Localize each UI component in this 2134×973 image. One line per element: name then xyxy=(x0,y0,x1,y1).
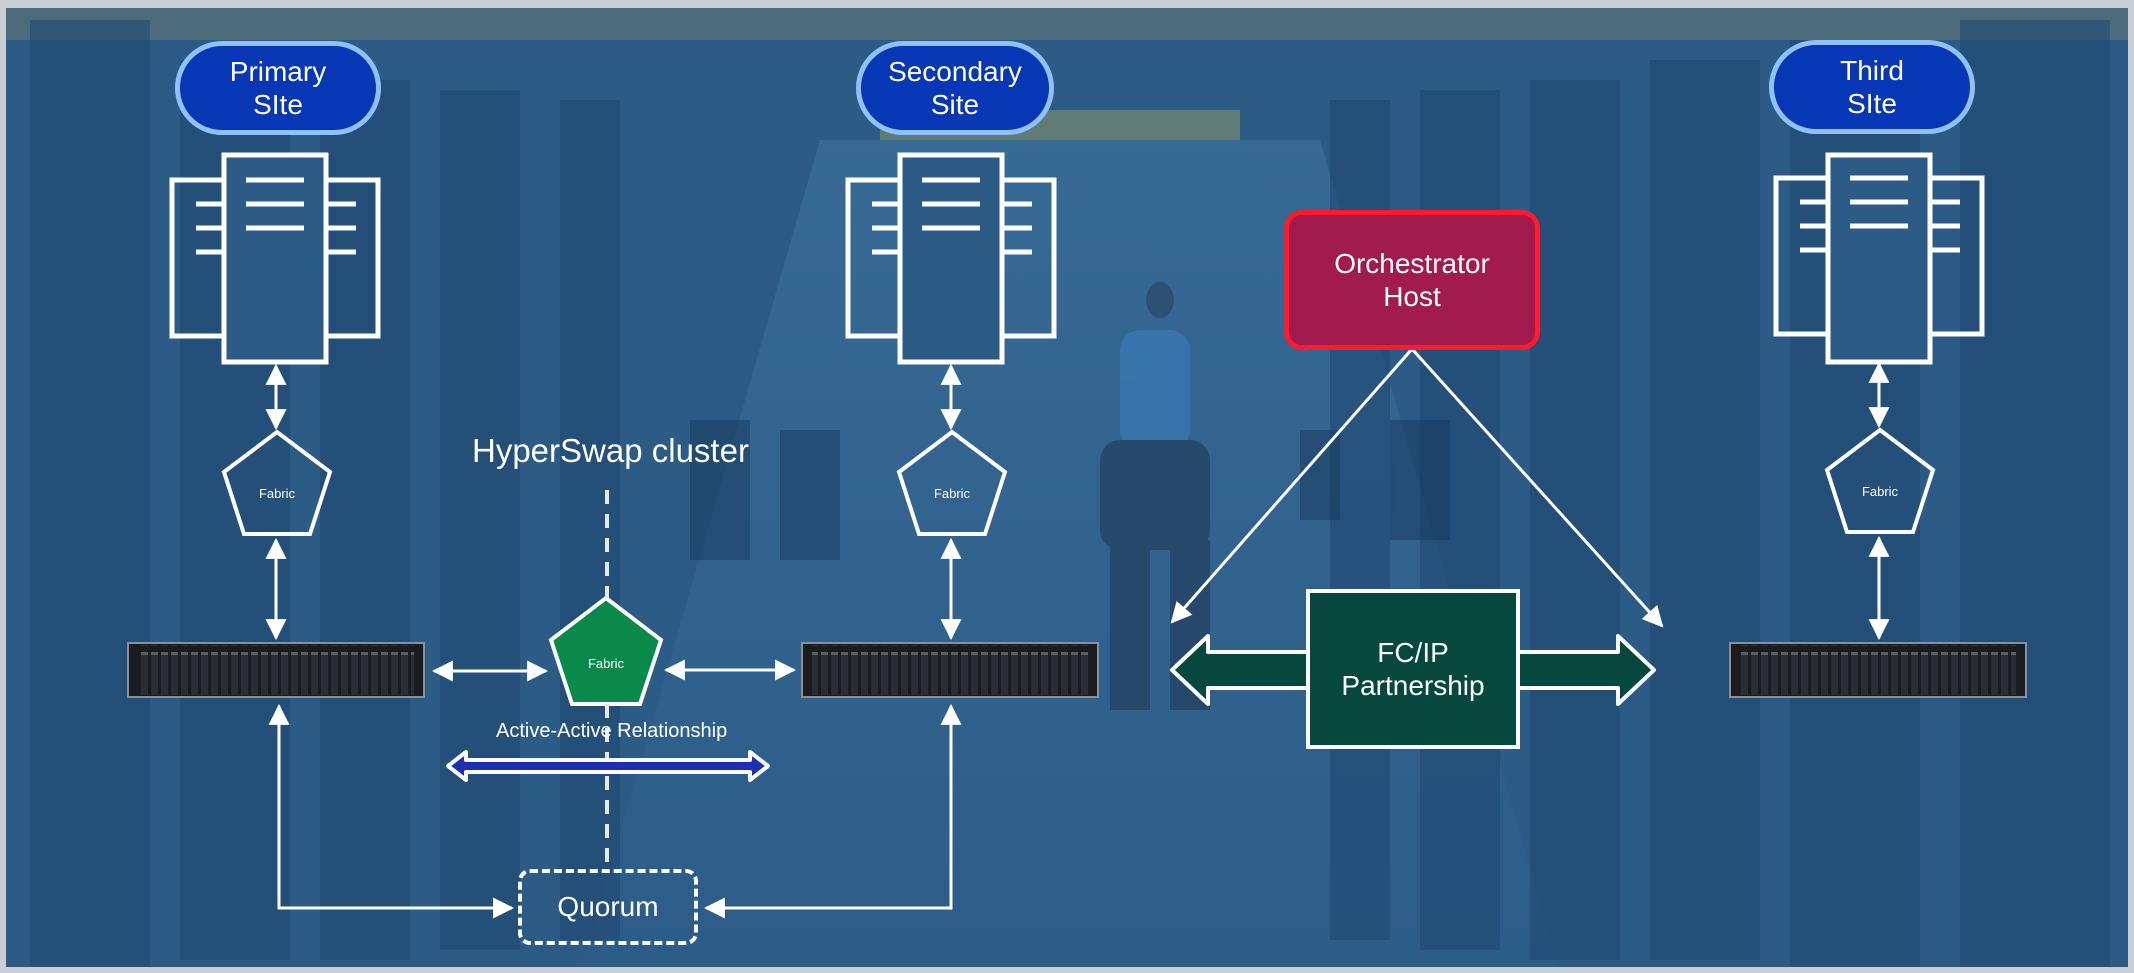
fabric-label-primary: Fabric xyxy=(258,486,296,501)
server-icon-secondary xyxy=(845,152,1057,365)
quorum-box: Quorum xyxy=(518,869,698,945)
link-orchestrator-left xyxy=(1170,348,1414,624)
site-label-primary: Primary SIte xyxy=(175,41,381,135)
fabric-pentagon-third xyxy=(1824,427,1936,534)
fabric-label-third: Fabric xyxy=(1861,484,1899,499)
storage-array-primary xyxy=(127,642,425,698)
server-icon-third xyxy=(1773,152,1985,365)
link-secondary-storage-quorum xyxy=(703,703,962,919)
fcip-arrow-right xyxy=(1516,634,1656,706)
active-active-label: Active-Active Relationship xyxy=(496,720,728,742)
active-active-arrow xyxy=(446,750,770,782)
fcip-partnership-box: FC/IP Partnership xyxy=(1306,589,1520,749)
link-primary-storage-quorum xyxy=(268,703,515,919)
server-icon-primary xyxy=(169,152,381,365)
fabric-label-secondary: Fabric xyxy=(933,486,971,501)
fcip-arrow-left xyxy=(1170,634,1310,706)
storage-array-third xyxy=(1729,642,2027,698)
fabric-pentagon-primary xyxy=(221,429,333,536)
orchestrator-host-box: Orchestrator Host xyxy=(1284,210,1540,350)
link-orchestrator-right xyxy=(1410,347,1664,628)
hyperswap-cluster-label: HyperSwap cluster xyxy=(472,432,749,469)
fabric-label-hyperswap: Fabric xyxy=(587,656,625,671)
fabric-pentagon-secondary xyxy=(896,429,1008,536)
site-label-third: Third SIte xyxy=(1769,40,1975,134)
storage-array-secondary xyxy=(801,642,1099,698)
site-label-secondary: Secondary Site xyxy=(856,41,1054,135)
fabric-pentagon-hyperswap xyxy=(548,595,664,706)
